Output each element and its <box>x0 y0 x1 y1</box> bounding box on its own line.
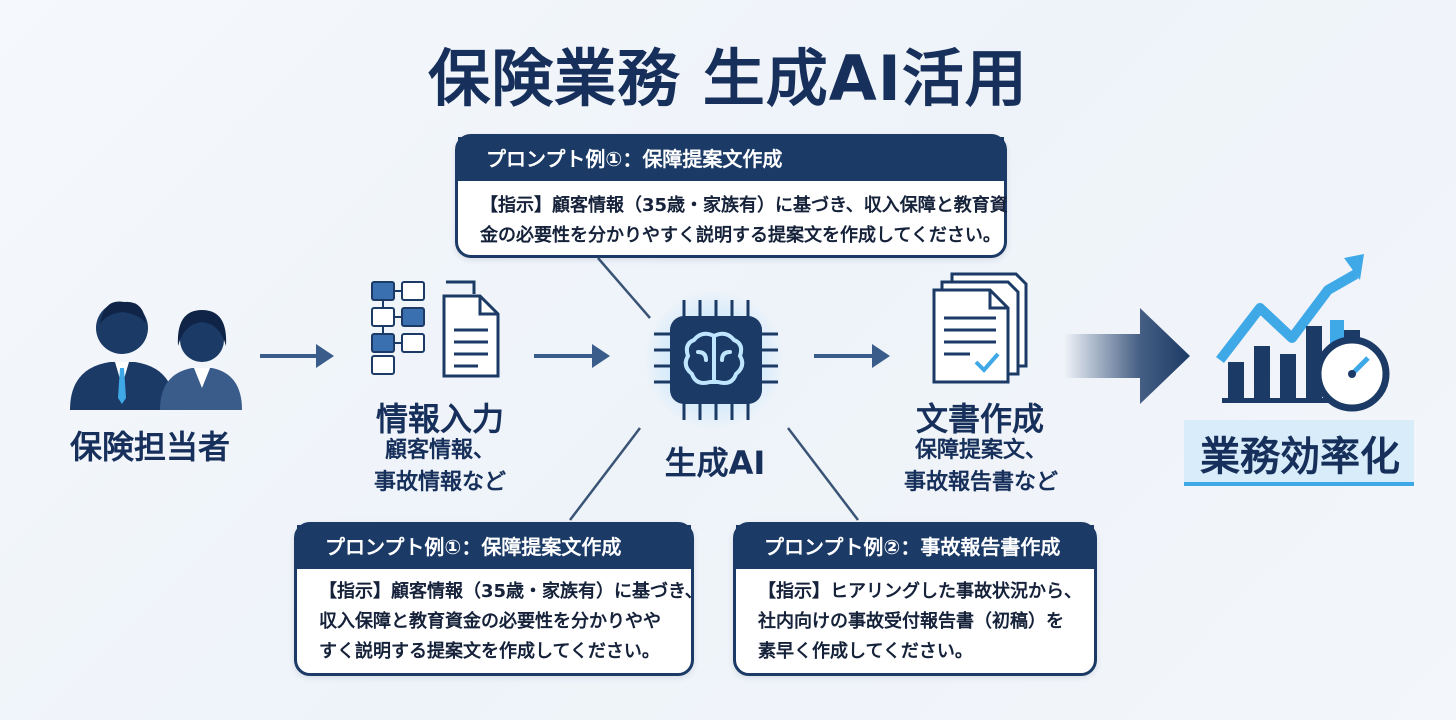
big-arrow-icon <box>1064 306 1194 410</box>
arrow-right-icon <box>814 344 890 368</box>
prompt-line: 【指示】顧客情報（35歳・家族有）に基づき、 <box>319 581 703 602</box>
people-icon <box>60 288 245 417</box>
prompt-card-bottom-right: プロンプト例②：事故報告書作成 【指示】ヒアリングした事故状況から、 社内向けの… <box>733 522 1097 676</box>
prompt-line: 収入保障と教育資金の必要性を分かりやや <box>319 611 661 632</box>
prompt-card-bottom-left: プロンプト例①：保障提案文作成 【指示】顧客情報（35歳・家族有）に基づき、 収… <box>294 522 703 676</box>
prompt-line: 社内向けの事故受付報告書（初稿）を <box>758 611 1064 632</box>
step-doc-label: 文書作成 <box>915 400 1044 438</box>
step-input-sub2: 事故情報など <box>373 470 506 495</box>
growth-chart-stopwatch-icon <box>1214 250 1394 429</box>
flowchart-document-icon <box>368 278 508 382</box>
prompt-line: すく説明する提案文を作成してください。 <box>319 641 660 662</box>
documents-stack-icon <box>930 270 1030 389</box>
result-highlight <box>1184 420 1414 486</box>
prompt-line: 【指示】顧客情報（35歳・家族有）に基づき、収入保障と教育資 <box>480 195 1008 216</box>
prompt-line: 素早く作成してください。 <box>758 641 973 662</box>
prompt-card-top: プロンプト例①：保障提案文作成 【指示】顧客情報（35歳・家族有）に基づき、収入… <box>455 134 1008 258</box>
page-title: 保険業務 生成AI活用 <box>428 42 1028 115</box>
prompt-card-heading: プロンプト例②：事故報告書作成 <box>736 525 1094 569</box>
step-result-label: 業務効率化 <box>1200 434 1400 480</box>
step-staff-label: 保険担当者 <box>69 428 230 466</box>
arrow-right-icon <box>534 344 610 368</box>
ai-chip-brain-icon <box>634 290 794 434</box>
step-doc-sub1: 保障提案文、 <box>914 438 1047 463</box>
prompt-card-heading: プロンプト例①：保障提案文作成 <box>458 137 1004 181</box>
step-ai-label: 生成AI <box>664 444 766 482</box>
prompt-line: 金の必要性を分かりやすく説明する提案文を作成してください。 <box>480 225 1001 246</box>
prompt-line: 【指示】ヒアリングした事故状況から、 <box>758 581 1082 602</box>
step-input-sub1: 顧客情報、 <box>384 438 495 463</box>
prompt-card-heading: プロンプト例①：保障提案文作成 <box>297 525 691 569</box>
step-input-label: 情報入力 <box>375 400 504 438</box>
step-doc-sub2: 事故報告書など <box>903 470 1058 495</box>
arrow-right-icon <box>260 344 334 368</box>
